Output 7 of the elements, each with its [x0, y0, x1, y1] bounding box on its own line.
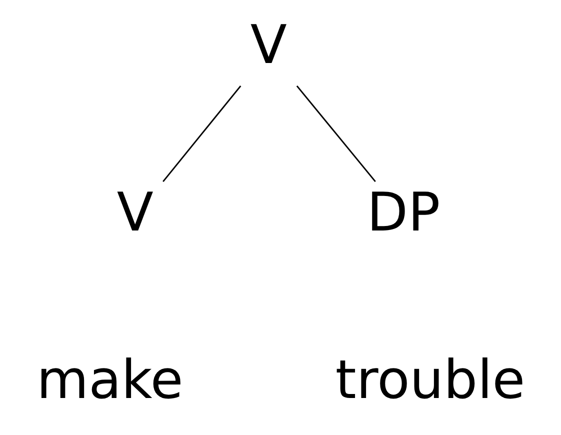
node-text: DP: [366, 180, 440, 244]
connector: [296, 85, 376, 182]
node-text: V: [250, 12, 287, 76]
node-text: V: [116, 180, 154, 244]
node-label: trouble: [335, 348, 526, 412]
node-label: make: [36, 348, 184, 412]
connector: [162, 85, 242, 182]
